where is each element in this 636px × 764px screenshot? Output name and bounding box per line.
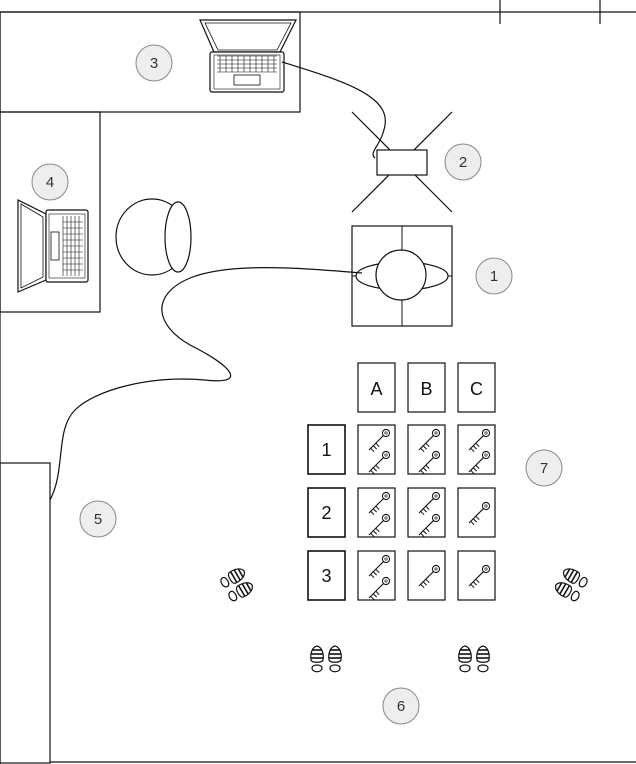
marker-5-label: 5 — [94, 511, 102, 528]
desk-left — [0, 111, 101, 313]
cable-line — [281, 61, 386, 159]
key-card — [457, 424, 496, 475]
key-card — [457, 487, 496, 538]
column-card-1: B — [407, 362, 446, 413]
key-card — [357, 424, 396, 475]
row-card-1: 2 — [307, 487, 346, 538]
row-card-label: 1 — [321, 440, 331, 460]
row-card-2: 3 — [307, 550, 346, 601]
row-card-0: 1 — [307, 424, 346, 475]
column-card-label: C — [470, 379, 483, 399]
column-card-0: A — [357, 362, 396, 413]
marker-4: 4 — [31, 163, 69, 201]
marker-1: 1 — [475, 257, 513, 295]
key-card — [457, 550, 496, 601]
marker-7: 7 — [525, 449, 563, 487]
marker-7-label: 7 — [540, 460, 548, 477]
marker-6: 6 — [382, 687, 420, 725]
key-card — [407, 424, 446, 475]
row-card-label: 2 — [321, 503, 331, 523]
laptop-icon — [17, 199, 89, 293]
footprints-icon — [551, 564, 591, 605]
key-card — [407, 550, 446, 601]
marker-2-label: 2 — [459, 154, 467, 171]
marker-4-label: 4 — [46, 174, 54, 191]
key-cards — [357, 424, 496, 601]
cable-line — [49, 267, 363, 501]
desk-top — [0, 11, 301, 113]
key-card — [407, 487, 446, 538]
row-header-cards: 1 2 3 — [307, 424, 346, 601]
column-card-2: C — [457, 362, 496, 413]
chair-icon — [115, 198, 192, 276]
marker-3-label: 3 — [150, 55, 158, 72]
footprints-icon — [457, 645, 491, 673]
marker-2: 2 — [444, 143, 482, 181]
projector-icon — [351, 111, 453, 213]
footprints-icon — [217, 564, 257, 605]
marker-1-label: 1 — [490, 268, 498, 285]
key-card — [357, 487, 396, 538]
column-card-label: B — [420, 379, 432, 399]
column-card-label: A — [370, 379, 382, 399]
cabinet-left — [0, 462, 51, 764]
marker-3: 3 — [135, 44, 173, 82]
laptop-icon — [199, 19, 297, 93]
footprints-icon — [309, 645, 343, 673]
marker-6-label: 6 — [397, 698, 405, 715]
column-header-cards: A B C — [357, 362, 496, 413]
table-icon — [351, 225, 453, 327]
row-card-label: 3 — [321, 566, 331, 586]
key-card — [357, 550, 396, 601]
marker-5: 5 — [79, 500, 117, 538]
